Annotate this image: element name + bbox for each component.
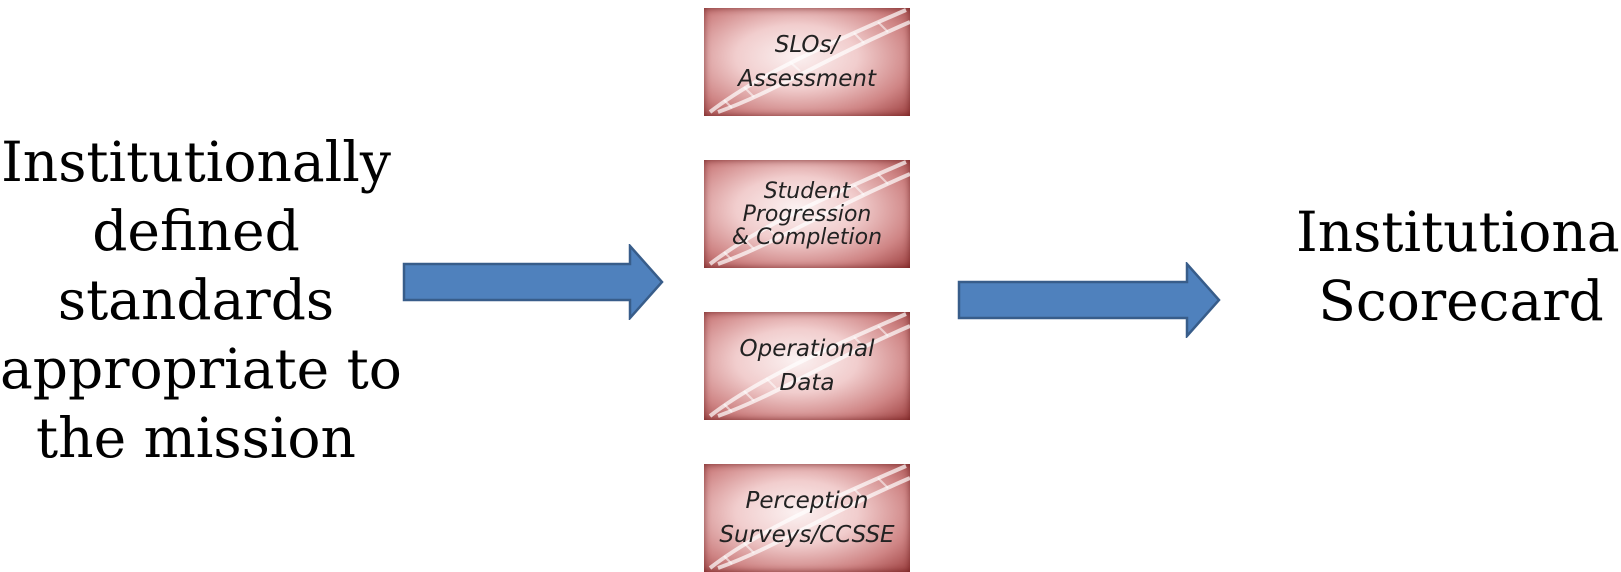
tile-label-line: Assessment (738, 66, 876, 92)
dna-helix-icon (708, 312, 910, 418)
dna-helix-icon (708, 160, 910, 266)
tile-perception-surveys-ccsse: Perception Surveys/CCSSE (704, 464, 910, 572)
tile-slos-assessment: SLOs/ Assessment (704, 8, 910, 116)
tile-label-line: Operational (739, 336, 875, 362)
source-text-line: Institutionally (1, 130, 391, 194)
tile-label: SLOs/ Assessment (704, 8, 910, 116)
dna-helix-icon (708, 464, 910, 570)
tile-operational-data: Operational Data (704, 312, 910, 420)
source-text-line: standards (57, 268, 335, 332)
tile-label: Operational Data (704, 312, 910, 420)
tile-label-line: SLOs/ (774, 32, 840, 58)
source-text: Institutionally defined standards approp… (0, 128, 402, 473)
tile-label-line: Progression (742, 201, 872, 227)
tile-label-line: Data (779, 370, 835, 396)
source-text-line: the mission (36, 406, 356, 470)
tile-label: Perception Surveys/CCSSE (704, 464, 910, 572)
source-text-line: defined (92, 199, 300, 263)
tile-label-line: Perception (745, 488, 869, 514)
result-text-line: Scorecard (1318, 269, 1604, 333)
tile-label-line: Surveys/CCSSE (719, 522, 895, 548)
tile-student-progression-completion: Student Progression & Completion (704, 160, 910, 268)
tile-label-line: Student (763, 178, 851, 204)
result-text-line: Institutional (1296, 200, 1621, 264)
tile-label: Student Progression & Completion (704, 160, 910, 268)
tile-label-line: & Completion (731, 224, 883, 250)
source-text-line: appropriate to (0, 337, 402, 401)
arrow-right-icon (957, 262, 1221, 338)
arrow-right-icon (402, 244, 664, 320)
result-text: Institutional Scorecard (1296, 198, 1621, 336)
dna-helix-icon (708, 8, 910, 114)
